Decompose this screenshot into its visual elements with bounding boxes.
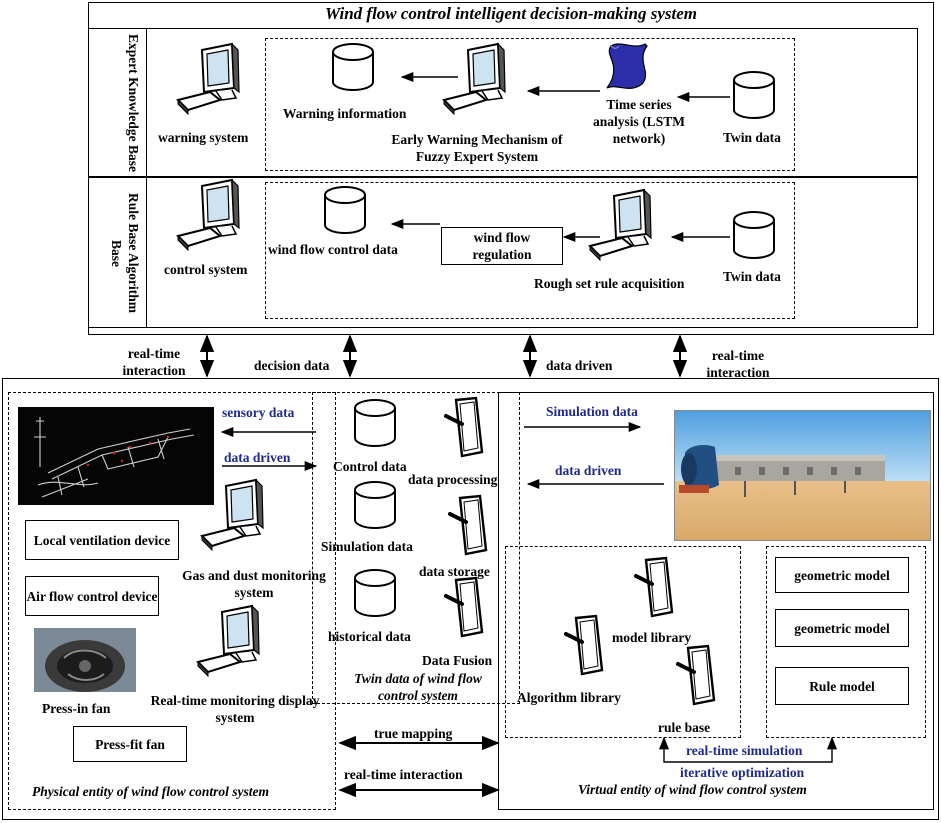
twin-data-label-expert: Twin data <box>723 130 781 145</box>
computer-monitor-icon <box>200 478 264 552</box>
tablet-icon <box>634 556 674 618</box>
scroll-icon <box>606 43 648 90</box>
control-data-label: Control data <box>333 459 407 474</box>
database-cylinder-icon <box>332 43 374 91</box>
computer-monitor-icon <box>196 604 260 678</box>
data-storage-label: data storage <box>419 564 490 579</box>
database-cylinder-icon <box>733 71 775 119</box>
data-driven-physical-label: data driven <box>224 450 291 465</box>
simulation-data-virtual-label: Simulation data <box>546 404 638 419</box>
system-title: Wind flow control intelligent decision-m… <box>325 4 697 23</box>
twin-data-caption: Twin data of wind flow control system <box>354 671 482 703</box>
database-cylinder-icon <box>354 399 396 447</box>
computer-monitor-icon <box>176 178 240 252</box>
rt-interaction-right-label: real-time interaction <box>706 348 770 380</box>
rough-set-label: Rough set rule acquisition <box>534 276 685 291</box>
library-dashed-frame <box>505 546 741 738</box>
twin-data-label-rule: Twin data <box>723 269 781 284</box>
geometric-model-box-2: geometric model <box>775 609 909 647</box>
virtual-entity-caption: Virtual entity of wind flow control syst… <box>578 782 807 797</box>
rt-monitoring-label: Real-time monitoring display system <box>150 693 320 725</box>
rt-simulation-label: real-time simulation <box>686 743 803 758</box>
wind-flow-regulation-box: wind flow regulation <box>441 227 563 265</box>
database-cylinder-icon <box>324 186 366 234</box>
physical-entity-caption: Physical entity of wind flow control sys… <box>32 784 269 799</box>
data-driven-link-label: data driven <box>546 358 613 373</box>
rule-process-dashed-frame <box>265 182 795 319</box>
model-library-label: model library <box>612 630 692 645</box>
expert-knowledge-base-label: Expert Knowledge Base <box>126 34 141 172</box>
simulation-data-label: Simulation data <box>321 539 413 554</box>
physical-entity-dashed-frame <box>8 392 336 810</box>
data-driven-virtual-label: data driven <box>555 463 622 478</box>
wind-flow-control-data-label: wind flow control data <box>268 242 398 257</box>
rule-model-box: Rule model <box>775 667 909 705</box>
tablet-icon <box>444 396 484 458</box>
model-dashed-frame <box>766 546 926 738</box>
gas-dust-label: Gas and dust monitoring system <box>182 568 326 600</box>
historical-data-label: historical data <box>328 629 411 644</box>
expert-knowledge-base-frame <box>88 28 918 178</box>
expert-process-dashed-frame <box>265 38 795 171</box>
data-processing-label: data processing <box>408 472 498 487</box>
rt-interaction-bottom-label: real-time interaction <box>344 767 463 782</box>
rule-base-frame <box>88 176 918 328</box>
database-cylinder-icon <box>733 211 775 259</box>
ventilation-device-image <box>18 407 214 505</box>
virtual-entity-frame <box>498 392 934 810</box>
iterative-optimization-label: iterative optimization <box>680 765 805 780</box>
time-series-label: Time series analysis (LSTM network) <box>593 97 685 146</box>
tablet-icon <box>676 644 716 706</box>
tablet-icon <box>448 494 488 556</box>
decision-data-label: decision data <box>254 358 330 373</box>
local-ventilation-box: Local ventilation device <box>25 520 179 560</box>
rule-base-library-label: rule base <box>658 720 711 735</box>
database-cylinder-icon <box>354 569 396 617</box>
air-flow-control-box: Air flow control device <box>25 576 159 616</box>
true-mapping-label: true mapping <box>374 726 453 741</box>
twin-data-dashed-frame <box>312 392 520 704</box>
computer-monitor-icon <box>442 42 506 116</box>
warning-system-label: warning system <box>158 130 249 145</box>
rt-interaction-left-label: real-time interaction <box>122 346 186 378</box>
press-fit-fan-box: Press-fit fan <box>73 726 187 762</box>
sensory-data-label: sensory data <box>222 405 295 420</box>
press-in-fan-label: Press-in fan <box>42 701 111 716</box>
virtual-simulation-scene-image <box>674 410 931 541</box>
lower-frame <box>2 378 939 820</box>
label-column-divider <box>146 28 147 328</box>
tablet-icon <box>564 614 604 676</box>
database-cylinder-icon <box>354 481 396 529</box>
warning-information-label: Warning information <box>283 106 407 121</box>
loop-rt-simulation <box>663 745 833 763</box>
press-in-fan-image <box>34 628 136 692</box>
control-system-label: control system <box>164 262 248 277</box>
geometric-model-box-1: geometric model <box>775 557 909 593</box>
rule-base-label: Rule Base Algorithm Base <box>109 193 141 313</box>
computer-monitor-icon <box>176 42 240 116</box>
data-fusion-label: Data Fusion <box>422 653 493 668</box>
tablet-icon <box>444 576 484 638</box>
early-warning-label: Early Warning Mechanism of Fuzzy Expert … <box>391 132 563 164</box>
algorithm-library-label: Algorithm library <box>517 690 621 705</box>
computer-monitor-icon <box>588 188 652 262</box>
